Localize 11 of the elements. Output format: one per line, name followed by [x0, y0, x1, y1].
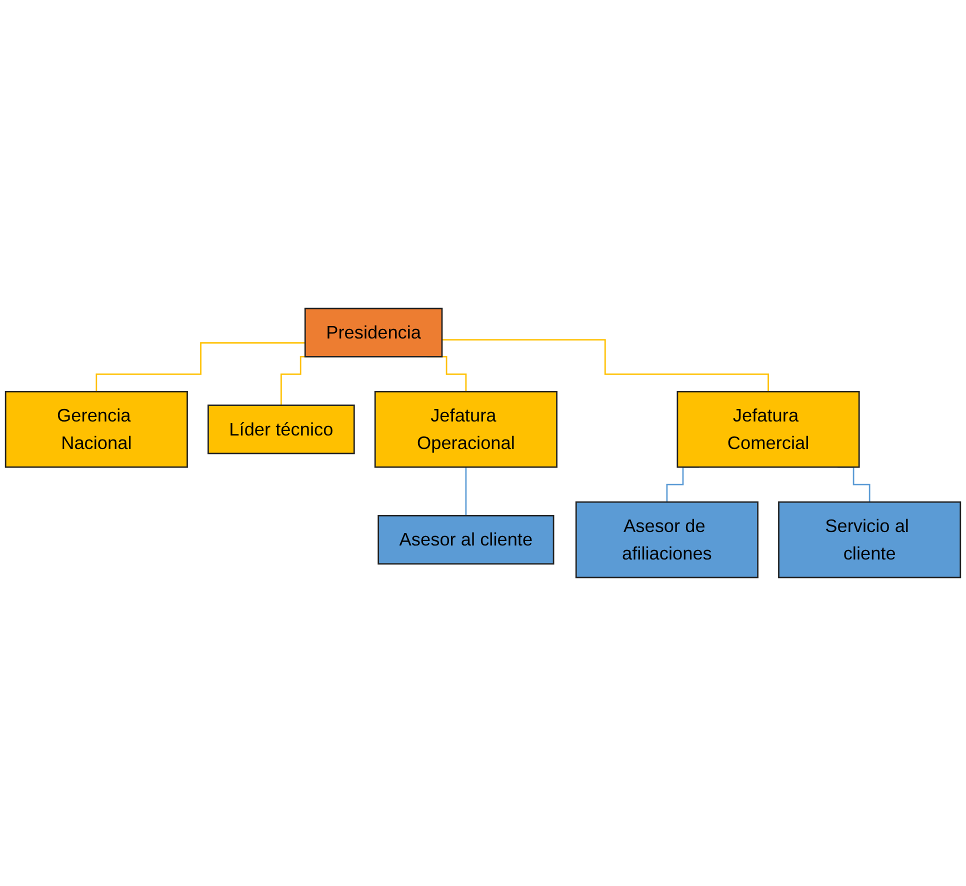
connector	[96, 342, 306, 392]
connector	[465, 466, 467, 516]
node-box: Jefatura Comercial	[676, 390, 860, 468]
node-box: Jefatura Operacional	[374, 390, 558, 468]
node-box: Asesor de afiliaciones	[575, 501, 758, 578]
node-box: Asesor al cliente	[378, 514, 554, 565]
node-box: Líder técnico	[208, 404, 355, 454]
node-box: Presidencia	[304, 308, 443, 358]
connector	[442, 339, 769, 392]
node-box: Servicio al cliente	[778, 501, 962, 578]
node-box: Gerencia Nacional	[4, 390, 188, 468]
